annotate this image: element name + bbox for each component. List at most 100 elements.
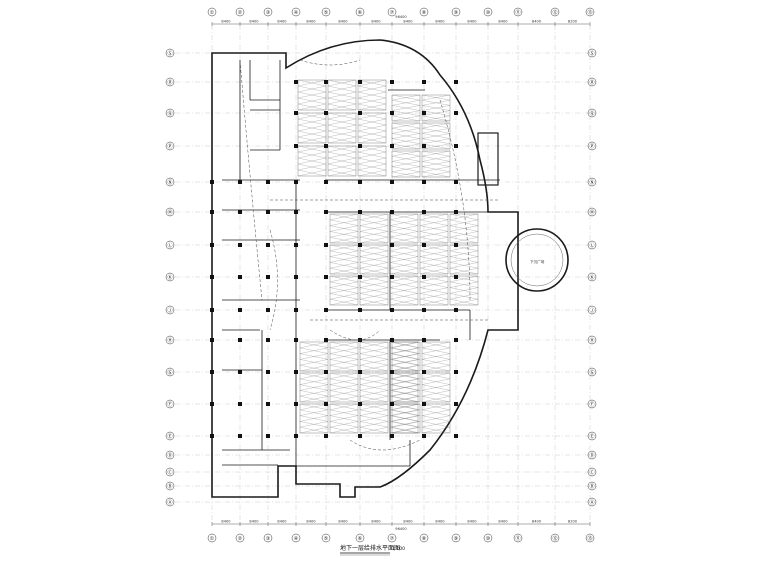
columns — [210, 80, 458, 438]
row-axis-label: Ⓟ — [589, 143, 594, 150]
drain-pipe — [239, 59, 263, 301]
dimension-value: 8400 — [435, 20, 445, 24]
structural-column — [266, 180, 270, 184]
parking-bay — [299, 341, 329, 372]
parking-bay — [419, 244, 449, 275]
structural-column — [294, 338, 298, 342]
structural-column — [238, 180, 242, 184]
dimension-value: 8400 — [467, 20, 477, 24]
parking-bay — [357, 79, 387, 111]
parking-bay — [391, 94, 421, 122]
structural-column — [390, 275, 394, 279]
row-axis-bubble: Ⓛ — [165, 240, 175, 250]
dimension-value: 8400 — [249, 520, 259, 524]
row-axis-label: Ⓐ — [167, 499, 172, 506]
structural-column — [266, 210, 270, 214]
row-axis-bubble: Ⓖ — [165, 367, 175, 377]
structural-column — [324, 180, 328, 184]
drain-pipe — [299, 59, 361, 66]
row-axis-bubble: Ⓗ — [587, 335, 597, 345]
structural-column — [238, 308, 242, 312]
structural-column — [454, 80, 458, 84]
drain-pipe — [349, 439, 421, 451]
stair-box — [477, 132, 499, 186]
round-room-label: 下沉广场 — [530, 259, 545, 264]
row-axis-bubble: Ⓕ — [165, 399, 175, 409]
row-axis-label: Ⓢ — [589, 50, 594, 57]
structural-column — [422, 144, 426, 148]
parking-bay — [359, 213, 389, 244]
structural-column — [324, 402, 328, 406]
structural-column — [358, 275, 362, 279]
parking-bay — [359, 372, 389, 403]
row-axis-bubble: Ⓠ — [165, 108, 175, 118]
parking-bay — [297, 112, 327, 144]
parking-bay — [327, 79, 357, 111]
row-axis-bubble: Ⓜ — [587, 207, 597, 217]
structural-column — [358, 80, 362, 84]
parking-bay — [299, 403, 329, 434]
row-axis-label: Ⓚ — [167, 274, 172, 281]
structural-column — [294, 275, 298, 279]
dimension-value: 8400 — [371, 520, 381, 524]
drain-pipes — [239, 59, 500, 451]
row-axis-label: Ⓛ — [589, 242, 594, 249]
structural-column — [454, 402, 458, 406]
column-axis-label: ⑫ — [552, 535, 557, 542]
parking-bay — [329, 244, 359, 275]
parking-bay — [421, 150, 451, 178]
structural-column — [324, 144, 328, 148]
column-axis-label: ⑬ — [587, 9, 592, 16]
row-axis-label: Ⓙ — [167, 307, 172, 314]
structural-column — [238, 338, 242, 342]
structural-column — [210, 308, 214, 312]
row-axis-label: Ⓡ — [589, 79, 594, 86]
column-axis-label: ⑬ — [587, 535, 592, 542]
column-axis-bubble: ⑥ — [355, 7, 365, 17]
dimension-value: 8400 — [306, 20, 316, 24]
dimension-value: 8400 — [403, 20, 413, 24]
row-axis-bubble: Ⓙ — [587, 305, 597, 315]
structural-column — [422, 402, 426, 406]
row-axis-bubble: Ⓒ — [587, 467, 597, 477]
structural-column — [238, 370, 242, 374]
column-axis-label: ⑩ — [486, 10, 491, 16]
parking-bay — [357, 145, 387, 177]
structural-column — [390, 402, 394, 406]
structural-column — [358, 370, 362, 374]
row-axis-label: Ⓗ — [589, 337, 594, 344]
structural-column — [266, 275, 270, 279]
row-axis-label: Ⓟ — [167, 143, 172, 150]
column-axis-bubble: ⑩ — [483, 7, 493, 17]
parking-bay — [419, 275, 449, 306]
row-axis-bubble: Ⓝ — [587, 177, 597, 187]
dimension-value: 8400 — [249, 20, 259, 24]
structural-column — [358, 434, 362, 438]
parking-bay — [421, 372, 451, 403]
dimension-value: 8400 — [338, 20, 348, 24]
structural-column — [210, 243, 214, 247]
column-axis-bubble: ④ — [291, 533, 301, 543]
structural-column — [266, 370, 270, 374]
structural-column — [422, 308, 426, 312]
row-axis-bubble: Ⓐ — [165, 497, 175, 507]
column-axis-label: ⑫ — [552, 9, 557, 16]
row-axis-bubble: Ⓕ — [587, 399, 597, 409]
dimension-value: 8400 — [338, 520, 348, 524]
structural-column — [238, 243, 242, 247]
row-axis-bubble: Ⓡ — [587, 77, 597, 87]
column-axis-label: ③ — [266, 10, 270, 16]
structural-column — [294, 370, 298, 374]
dimension-value: 8400 — [277, 20, 287, 24]
structural-column — [294, 144, 298, 148]
structural-column — [422, 210, 426, 214]
row-axis-bubble: Ⓑ — [165, 481, 175, 491]
row-axis-label: Ⓔ — [589, 433, 594, 440]
dimension-value: 8400 — [467, 520, 477, 524]
column-axis-bubble: ⑥ — [355, 533, 365, 543]
parking-bay — [449, 275, 479, 306]
dimension-value: 8400 — [371, 20, 381, 24]
structural-column — [266, 243, 270, 247]
row-axis-bubble: Ⓟ — [165, 141, 175, 151]
